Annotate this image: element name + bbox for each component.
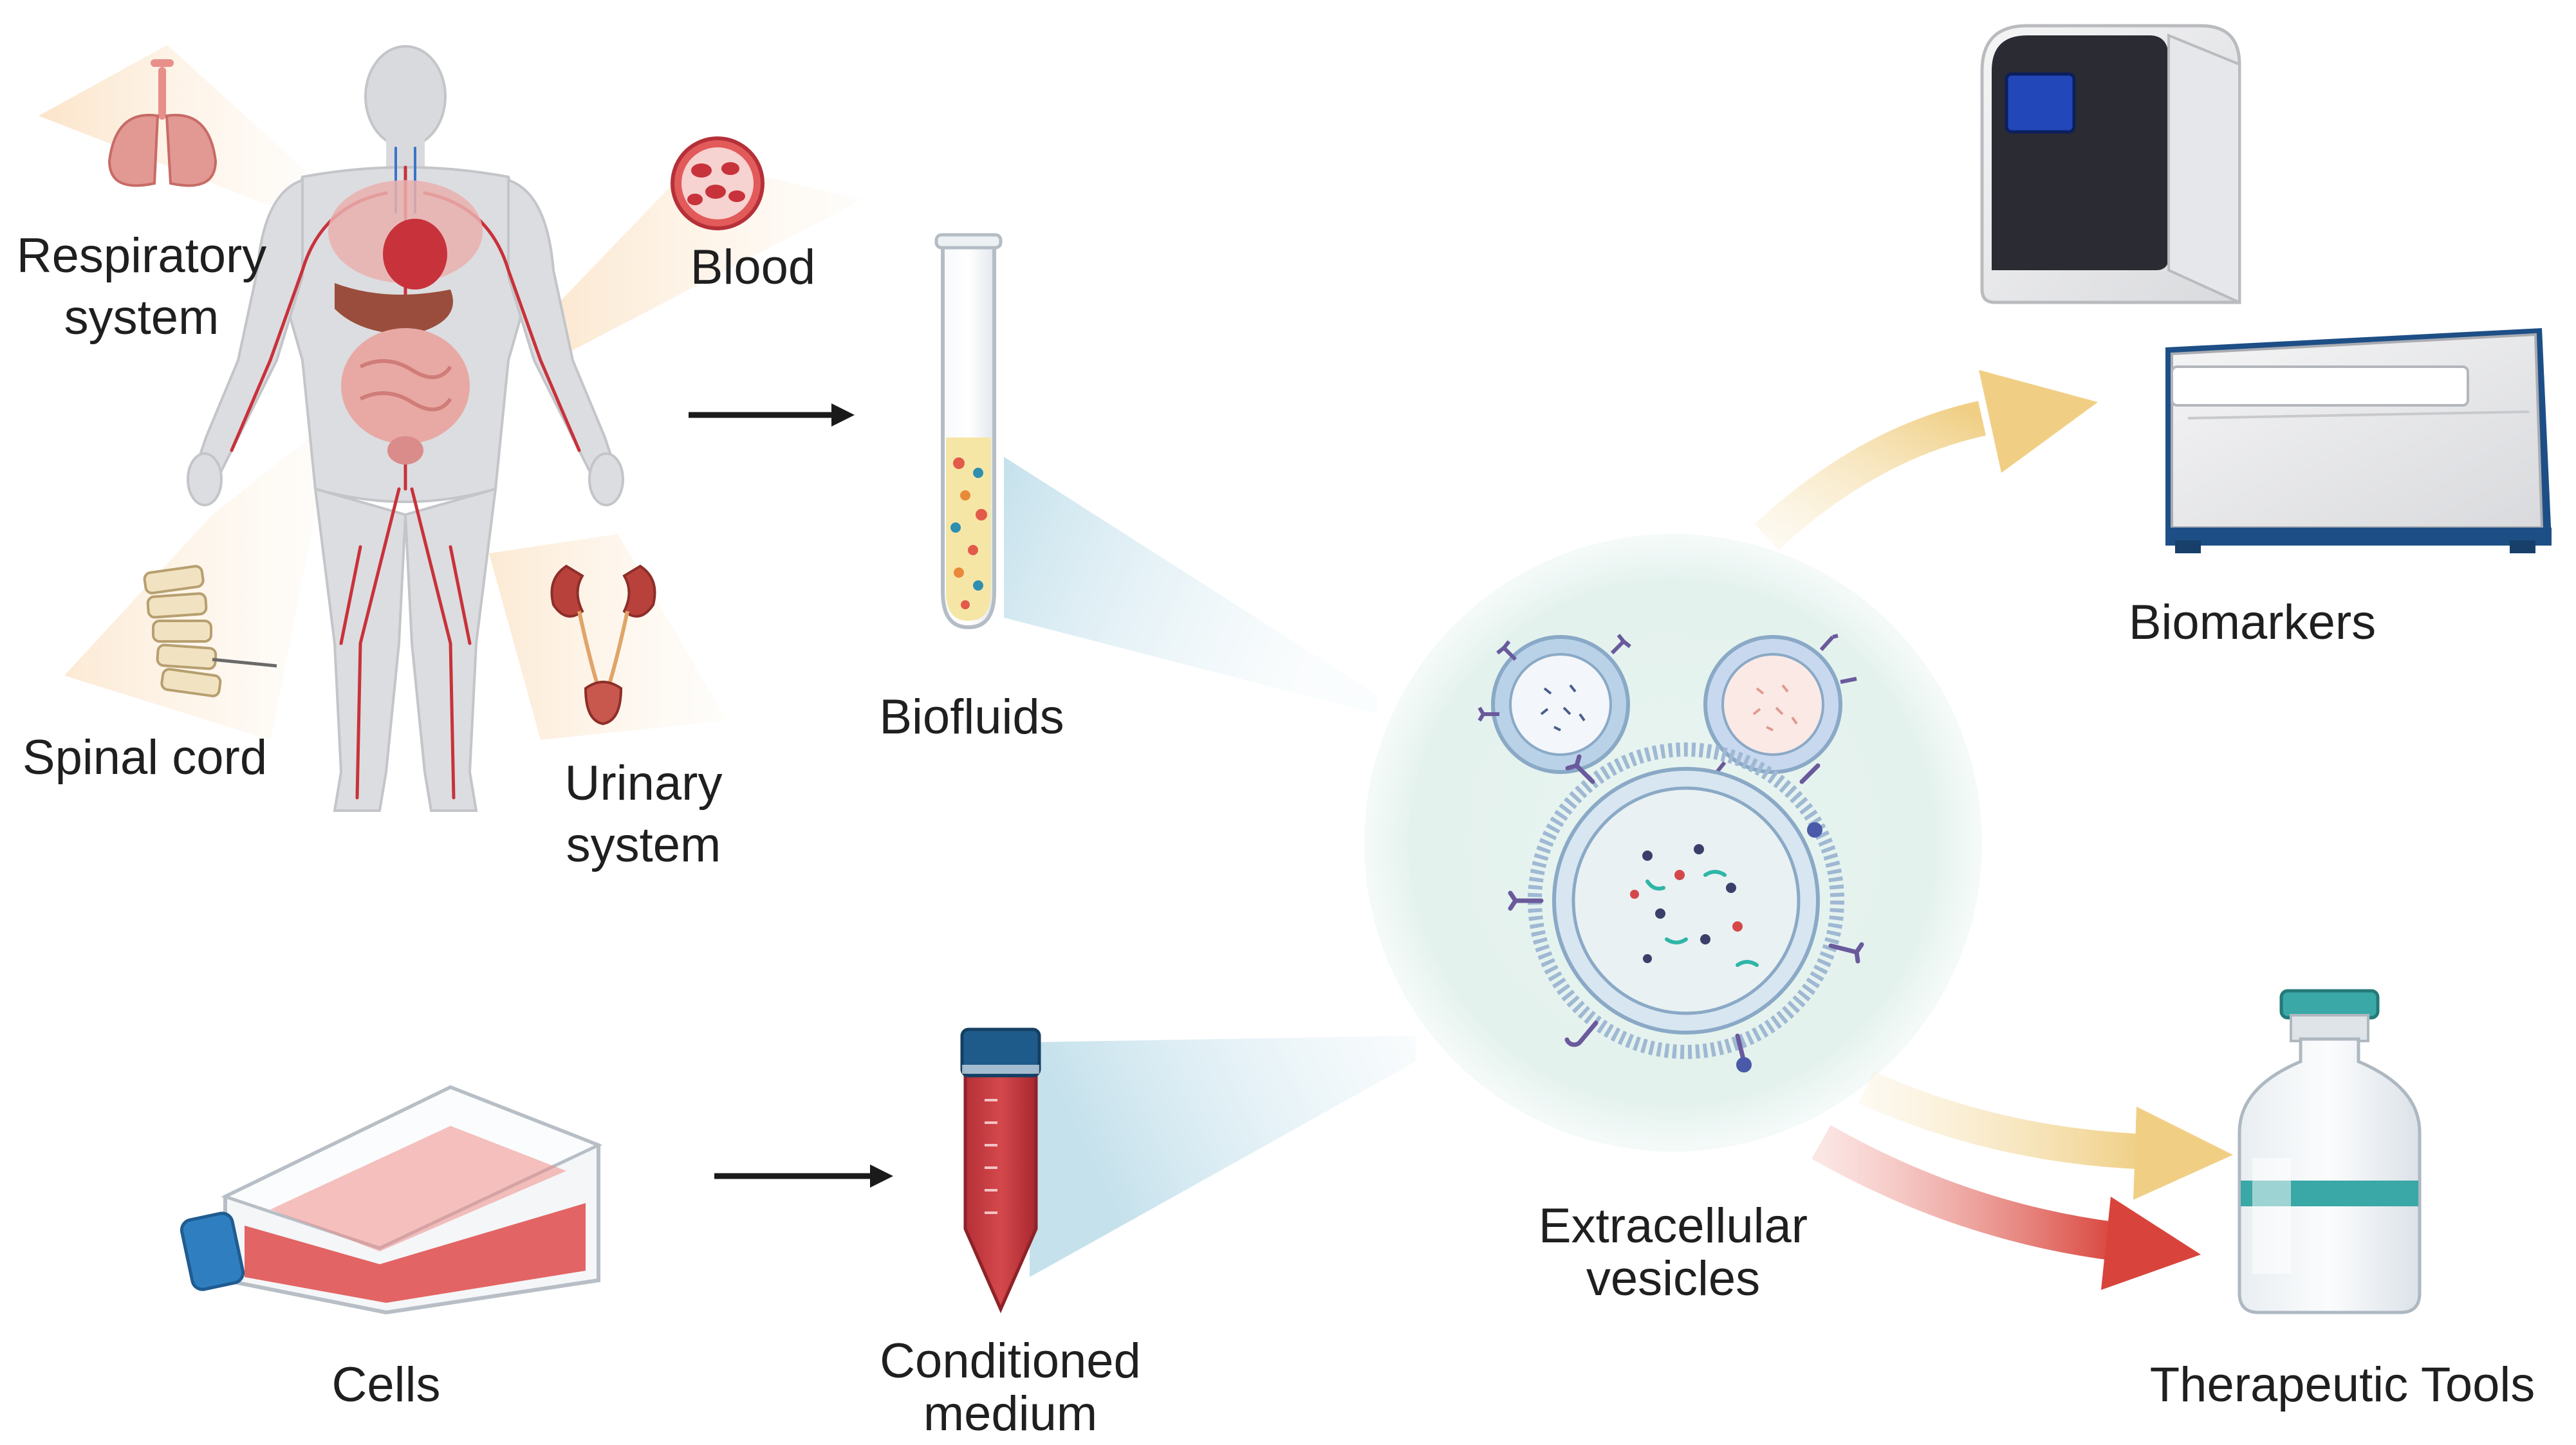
human-body-icon — [187, 45, 624, 812]
label-blood: Blood — [690, 240, 816, 295]
arrow-yellow-to-therapeutic — [1858, 1071, 2233, 1200]
label-respiratory-line2: system — [64, 290, 219, 345]
urinary-tract-icon — [550, 564, 656, 726]
mass-spectrometer-icon — [2165, 328, 2552, 553]
label-biomarkers: Biomarkers — [2128, 595, 2377, 650]
label-urinary-line1: Urinary — [564, 756, 723, 811]
qpcr-machine-icon — [1980, 24, 2241, 305]
therapeutic-vial-icon — [2238, 989, 2422, 1314]
cone-biofluids — [1004, 457, 1377, 714]
label-respiratory-line1: Respiratory — [16, 228, 267, 283]
beam-blood — [541, 161, 862, 360]
label-therapeutic-tools: Therapeutic Tools — [2149, 1358, 2535, 1412]
label-spinal-cord: Spinal cord — [22, 730, 268, 785]
biofluid-test-tube-icon — [934, 233, 1003, 630]
cone-medium — [1030, 1036, 1416, 1277]
label-cells: Cells — [331, 1358, 441, 1412]
extracellular-vesicles-icon — [1364, 534, 1982, 1152]
label-ev-line2: vesicles — [1586, 1251, 1761, 1306]
cell-culture-flask-icon — [180, 1085, 603, 1315]
beam-urinary — [489, 534, 727, 740]
label-extracellular-vesicles: Extracellular vesicles — [1499, 1200, 1847, 1305]
spine-icon — [143, 565, 277, 697]
label-ev-line1: Extracellular — [1538, 1199, 1808, 1253]
arrow-red-to-therapeutic — [1812, 1125, 2201, 1290]
label-urinary-system: Urinary system — [534, 753, 753, 876]
lungs-icon — [107, 59, 218, 187]
label-conditioned-line1: Conditioned — [880, 1334, 1141, 1388]
label-respiratory-system: Respiratory system — [6, 225, 277, 349]
blood-cell-icon — [671, 136, 764, 230]
label-conditioned-medium: Conditioned medium — [849, 1335, 1171, 1440]
label-biofluids: Biofluids — [879, 690, 1064, 744]
arrow-to-biomarkers — [1754, 370, 2098, 551]
label-conditioned-line2: medium — [923, 1386, 1098, 1441]
label-urinary-line2: system — [566, 818, 721, 872]
conditioned-medium-tube-icon — [960, 1027, 1041, 1314]
